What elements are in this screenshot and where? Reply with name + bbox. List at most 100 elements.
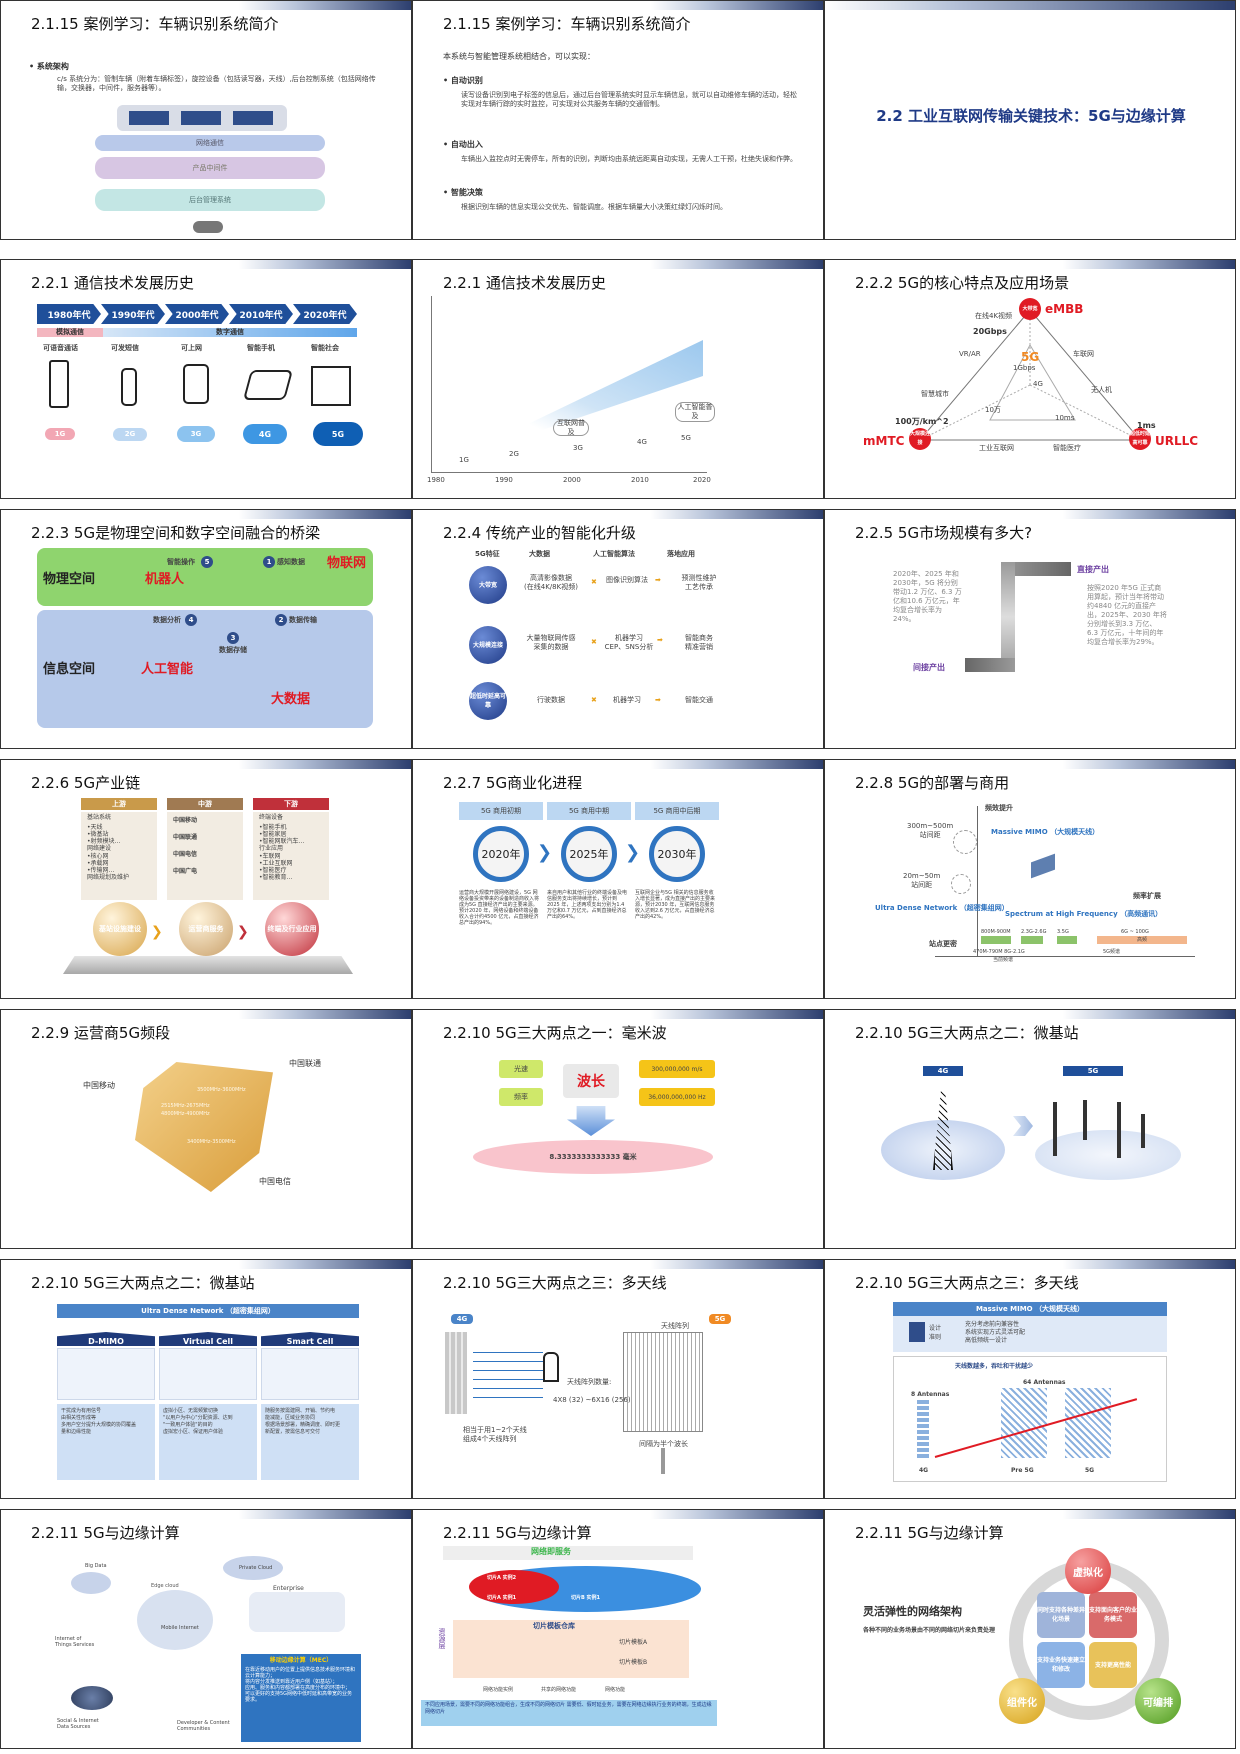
label-bigdata: 大数据: [271, 688, 310, 707]
row-app: 预测性维护 工艺传承: [669, 574, 729, 592]
slide-7[interactable]: 2.2.3 5G是物理空间和数字空间融合的桥梁 物理空间 信息空间 机器人 物联…: [0, 509, 412, 749]
year-tick: 1980: [427, 476, 445, 485]
indirect-text: 2020年、2025 年和2030年，5G 将分别带动1.2 万亿、6.3 万亿…: [893, 570, 963, 624]
small-cell-icon: [1117, 1102, 1121, 1158]
slide-title: 2.1.15 案例学习：车辆识别系统简介: [31, 13, 278, 34]
col-item: 中国广电: [167, 867, 243, 876]
use-label: 可语音通话: [43, 344, 78, 353]
center-5g: 5G: [1021, 350, 1039, 364]
slide-topbar: [1, 1260, 411, 1269]
col-item: 基站系统: [81, 812, 157, 824]
label-physical: 物理空间: [43, 568, 95, 587]
antenna-array: [623, 1332, 703, 1432]
slide-2[interactable]: 2.1.15 案例学习：车辆识别系统简介 本系统与智能管理系统相结合，可以实现：…: [412, 0, 824, 240]
slide-1[interactable]: 2.1.15 案例学习：车辆识别系统简介 系统架构 c/s 系统分为：管制车辆（…: [0, 0, 412, 240]
antenna-grid: [1065, 1388, 1111, 1458]
slide-topbar: [1, 1510, 411, 1519]
col-head: 下游: [253, 798, 329, 810]
card-bullet: 量和边缘性能: [57, 1429, 155, 1436]
step-label: 数据分析: [153, 616, 181, 625]
step-label: 智能操作: [167, 558, 195, 567]
slide-15[interactable]: 2.2.10 5G三大两点之二：微基站 4G 5G: [824, 1009, 1236, 1249]
beam-lines: [473, 1344, 543, 1400]
slide-17[interactable]: 2.2.10 5G三大两点之三：多天线 4G 5G 相当于用1~2个天线 组成4…: [412, 1259, 824, 1499]
inner-label: 4G: [1033, 380, 1043, 389]
gen-label: 5G: [681, 434, 691, 443]
banner: Ultra Dense Network （超密集组网）: [57, 1304, 359, 1318]
slide-topbar: [825, 1260, 1235, 1269]
gen-badge: 3G: [177, 426, 215, 442]
col-item: •智能网联汽车...: [253, 838, 329, 845]
slide-title: 2.2.6 5G产业链: [31, 772, 140, 793]
row-app: 智能商务 精准营销: [669, 634, 729, 652]
y-axis: [431, 296, 432, 472]
label-indirect: 间接产出: [913, 662, 945, 673]
slide-4[interactable]: 2.2.1 通信技术发展历史 1980年代 1990年代 2000年代 2010…: [0, 259, 412, 499]
card-bullet: 多用户空分提升大规模的协同覆盖: [57, 1422, 155, 1429]
layer-backend: 后台管理系统: [95, 189, 325, 211]
slide-12[interactable]: 2.2.8 5G的部署与商用 频效提升 频率扩展 站点更密 Massive MI…: [824, 759, 1236, 999]
label-4g: 4G: [451, 1314, 473, 1324]
item-head: 自动识别: [443, 75, 483, 86]
section-heading: 2.2 工业互联网传输关键技术：5G与边缘计算: [845, 105, 1217, 126]
slice-label: 切片A 实例1: [487, 1594, 516, 1603]
card-body: 干扰成为有用信号 由相关性形成等 多用户空分提升大规模的协同覆盖 量和边缘性能: [57, 1404, 155, 1480]
slide-13[interactable]: 2.2.9 运营商5G频段 中国移动 中国联通 中国电信 3500MHz-360…: [0, 1009, 412, 1249]
section-desc: c/s 系统分为：管制车辆（附着车辆标签），旋控设备（包括读写器，天线）,后台控…: [57, 75, 377, 93]
axis-label: 频效提升: [985, 804, 1013, 813]
gen-label: 1G: [459, 456, 469, 465]
step-num: 2: [275, 614, 287, 626]
inner-label: 10ms: [1055, 414, 1074, 423]
step-label: 数据存储: [219, 646, 247, 655]
peak-rate: 20Gbps: [973, 326, 1007, 337]
phase-head: 5G 商用中后期: [635, 802, 719, 820]
gen-label: 3G: [573, 444, 583, 453]
slide-8[interactable]: 2.2.4 传统产业的智能化升级 5G特征 大数据 人工智能算法 落地应用 大带…: [412, 509, 824, 749]
slide-18[interactable]: 2.2.10 5G三大两点之三：多天线 Massive MIMO （大规模天线）…: [824, 1259, 1236, 1499]
operator-label: 中国电信: [259, 1176, 291, 1187]
device-box: [233, 111, 273, 125]
step-num: 4: [185, 614, 197, 626]
mec-item: 在靠近移动用户的位置上提供信息技术服务环境和云计算能力；: [241, 1665, 361, 1679]
card-bullet: "一致用户体验"的目的: [159, 1422, 257, 1429]
slide-10[interactable]: 2.2.6 5G产业链 上游 基站系统 •天线 •微基站 •射频模块... 网络…: [0, 759, 412, 999]
chevron-right-icon: [1013, 1116, 1033, 1136]
slide-3[interactable]: 2.2 工业互联网传输关键技术：5G与边缘计算: [824, 0, 1236, 240]
phase-text: 来自用户和其他行业的终端设备及电信服务支出将持续增长，预计到2025 年，上述两…: [547, 890, 629, 920]
main-heading: 灵活弹性的网络架构: [863, 1606, 962, 1617]
store-label: 切片模板仓库: [533, 1622, 575, 1631]
left-desc: 相当于用1~2个天线 组成4个天线阵列: [463, 1426, 527, 1444]
label-iot: 物联网: [327, 552, 366, 571]
smart-city-icon: [311, 366, 351, 406]
slide-title: 2.2.10 5G三大两点之三：多天线: [855, 1272, 1079, 1293]
year-tick: 2020: [693, 476, 711, 485]
slide-16[interactable]: 2.2.10 5G三大两点之二：微基站 Ultra Dense Network …: [0, 1259, 412, 1499]
slide-title: 2.2.1 通信技术发展历史: [443, 272, 606, 293]
slide-19[interactable]: 2.2.11 5G与边缘计算 Big Data Private Cloud En…: [0, 1509, 412, 1749]
net-label: Developer & Content Communities: [177, 1720, 233, 1732]
slide-5[interactable]: 2.2.1 通信技术发展历史 1980 1990 2000 2010 2020 …: [412, 259, 824, 499]
slide-20[interactable]: 2.2.11 5G与边缘计算 网络即服务 切片A 实例2 切片A 实例1 切片B…: [412, 1509, 824, 1749]
slide-title: 2.2.9 运营商5G频段: [31, 1022, 170, 1043]
card-bullet: 能减能，区域业务协同: [261, 1415, 359, 1422]
slide-21[interactable]: 2.2.11 5G与边缘计算 灵活弹性的网络架构 各种不同的业务场景由不同的网络…: [824, 1509, 1236, 1749]
app-label: 车联网: [1073, 350, 1094, 359]
massive-label: Massive MIMO （大规模天线）: [991, 828, 1099, 837]
col-item: 行业应用: [253, 845, 329, 853]
conn-density: 100万/km^2: [895, 416, 949, 427]
band-bar: [1021, 936, 1043, 944]
current-label: 当前频谱: [993, 956, 1013, 965]
slice-label: 切片B 实例1: [571, 1594, 600, 1603]
badge-urllc: 超低时延高可靠: [1129, 428, 1151, 450]
slide-9[interactable]: 2.2.5 5G市场规模有多大? 2020年、2025 年和2030年，5G 将…: [824, 509, 1236, 749]
card-body: 虚拟小区、无需频繁切换 "以用户为中心"分配资源、达到 "一致用户体验"的目的 …: [159, 1404, 257, 1480]
inner-label: 1Gbps: [1013, 364, 1035, 373]
slide-6[interactable]: 2.2.2 5G的核心特点及应用场景 大带宽 eMBB 大规模连接 mMTC 超…: [824, 259, 1236, 499]
slide-title: 2.2.3 5G是物理空间和数字空间融合的桥梁: [31, 522, 320, 543]
row-data: 大量物联网传感 采集的数据: [513, 634, 589, 652]
row-badge: 大规模连接: [469, 626, 507, 664]
item-head: 智能决策: [443, 187, 483, 198]
col-item: 终端设备: [253, 812, 329, 824]
slide-14[interactable]: 2.2.10 5G三大两点之一：毫米波 光速 频率 波长 300,000,000…: [412, 1009, 824, 1249]
slide-11[interactable]: 2.2.7 5G商业化进程 5G 商用初期 5G 商用中期 5G 商用中后期 2…: [412, 759, 824, 999]
